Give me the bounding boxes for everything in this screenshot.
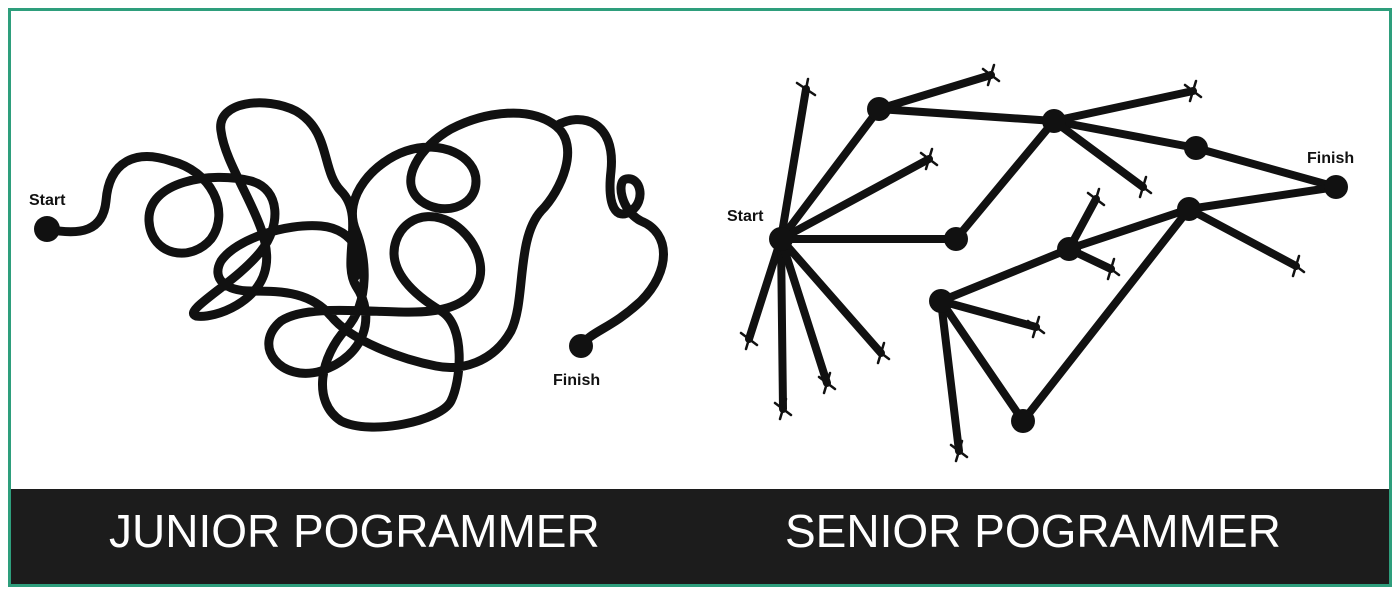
- junior-start-dot: [34, 216, 60, 242]
- junior-diagram: Start Finish: [29, 98, 668, 432]
- senior-node: [944, 227, 968, 251]
- senior-node: [1177, 197, 1201, 221]
- junior-finish-dot: [569, 334, 593, 358]
- senior-lower-branches: [937, 183, 1340, 455]
- senior-dead-end-marks: [739, 63, 1306, 463]
- caption-banner: JUNIOR POGRAMMER SENIOR POGRAMMER: [11, 489, 1389, 584]
- senior-nodes: [769, 97, 1348, 433]
- junior-start-label: Start: [29, 192, 66, 209]
- senior-node: [1184, 136, 1208, 160]
- senior-finish-label: Finish: [1307, 150, 1354, 167]
- senior-node: [1011, 409, 1035, 433]
- junior-caption: JUNIOR POGRAMMER: [109, 505, 600, 557]
- senior-upper-branches: [875, 71, 1340, 243]
- diagram-frame: Start Finish: [8, 8, 1392, 587]
- junior-finish-label: Finish: [553, 372, 600, 389]
- senior-node: [929, 289, 953, 313]
- junior-tangled-path: [42, 98, 668, 432]
- senior-node: [867, 97, 891, 121]
- senior-start-label: Start: [727, 208, 764, 225]
- senior-node: [1057, 237, 1081, 261]
- senior-start-node: [769, 227, 793, 251]
- diagram-canvas: Start Finish: [29, 63, 1354, 463]
- senior-caption: SENIOR POGRAMMER: [785, 505, 1281, 557]
- senior-finish-node: [1324, 175, 1348, 199]
- senior-start-branches: [745, 85, 960, 413]
- senior-diagram: [739, 63, 1348, 463]
- senior-node: [1042, 109, 1066, 133]
